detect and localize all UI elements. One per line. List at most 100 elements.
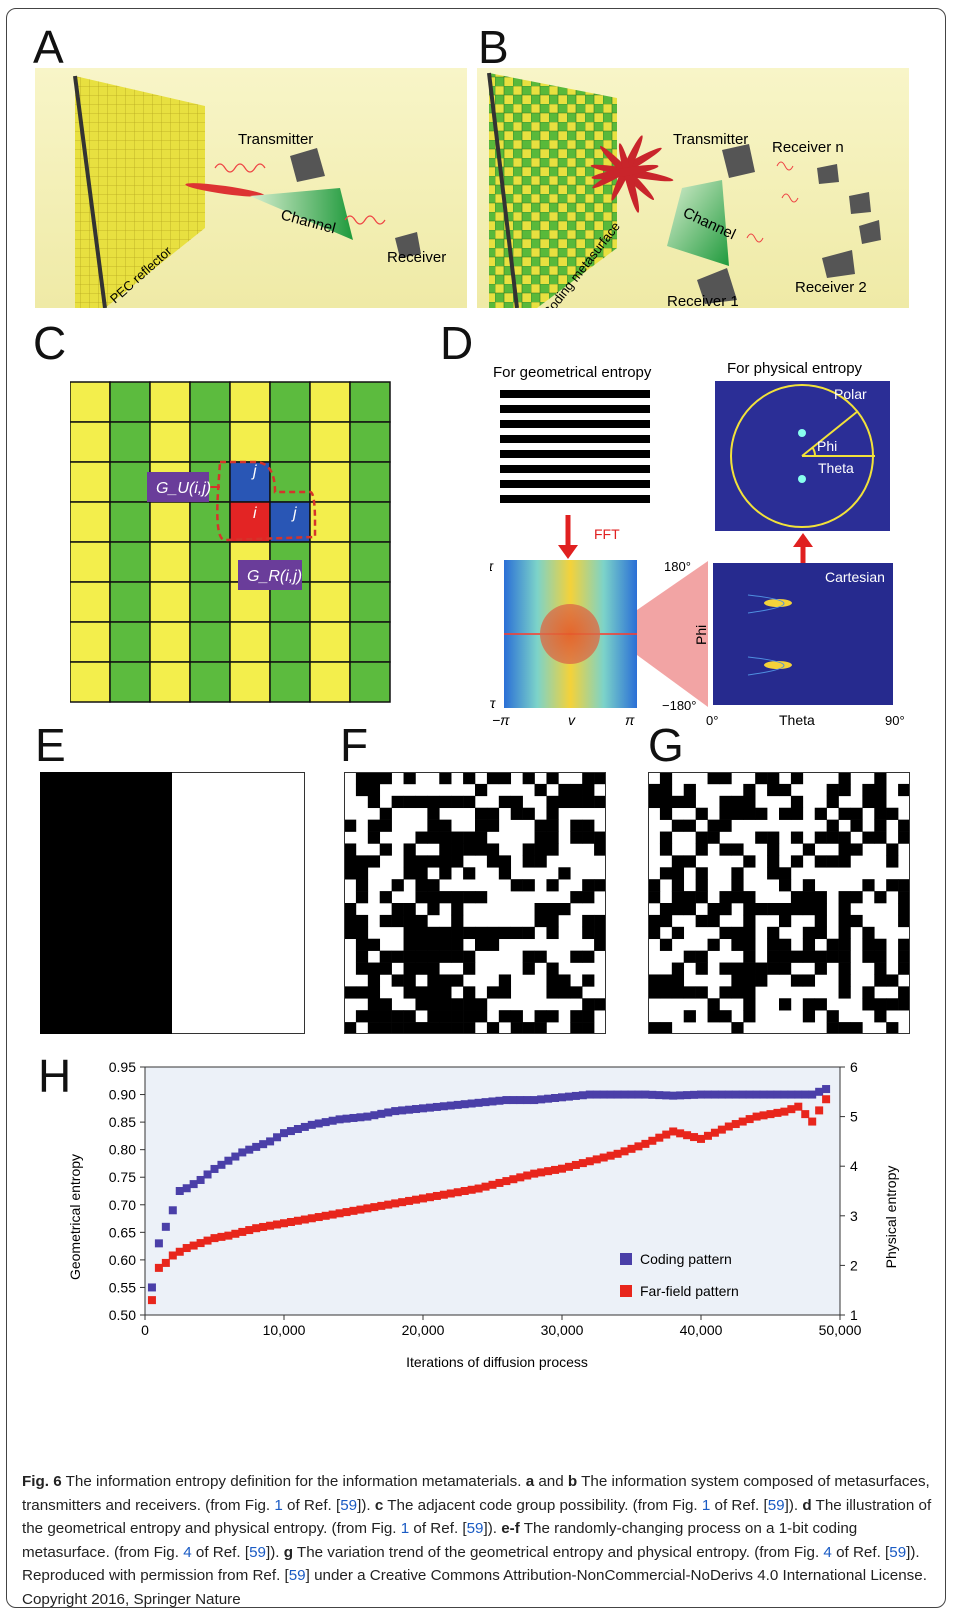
coding-pattern-point [564, 1092, 573, 1101]
caption-link[interactable]: 1 [701, 1496, 711, 1514]
coding-pattern-point [363, 1112, 372, 1121]
farfield-pattern-point [815, 1106, 824, 1115]
farfield-pattern-point [509, 1175, 518, 1184]
panel-letter-f: F [340, 719, 369, 771]
coding-pattern-point [175, 1187, 184, 1195]
farfield-pattern-point [738, 1117, 747, 1126]
farfield-pattern-point [286, 1218, 295, 1226]
coding-pattern-point [280, 1129, 288, 1138]
coding-pattern-point [703, 1090, 712, 1099]
polar-label: Polar [834, 386, 867, 402]
coding-metasurface [489, 73, 617, 308]
caption-link[interactable]: 59 [466, 1520, 484, 1537]
pi-left-label: −π [492, 712, 510, 728]
coding-pattern-point [321, 1118, 330, 1127]
y-tick-label: 0.65 [109, 1224, 136, 1240]
farfield-pattern-point [398, 1198, 407, 1207]
pi-bottom-label: −π [490, 695, 496, 711]
caption-link[interactable]: 4 [823, 1543, 832, 1561]
y-tick-label: 0.80 [109, 1142, 136, 1158]
farfield-pattern-point [551, 1165, 560, 1174]
coding-pattern-point [467, 1099, 476, 1108]
farfield-pattern-point [189, 1241, 198, 1250]
caption-link[interactable]: 59 [288, 1567, 306, 1584]
coding-pattern-point [210, 1164, 219, 1173]
farfield-pattern-point [356, 1205, 365, 1214]
x-axis-label: Iterations of diffusion process [406, 1354, 588, 1370]
farfield-pattern-point [335, 1209, 344, 1218]
caption-link[interactable]: 59 [249, 1543, 266, 1561]
coding-pattern-point [342, 1114, 351, 1123]
farfield-pattern-point [516, 1173, 525, 1182]
y-axis-label: Geometrical entropy [67, 1154, 83, 1280]
transmitter-label: Transmitter [673, 131, 748, 148]
farfield-pattern-point [280, 1219, 288, 1228]
panel-f-pattern [344, 772, 606, 1034]
farfield-pattern-point [488, 1180, 497, 1189]
v-label: v [568, 712, 576, 728]
farfield-pattern-point [495, 1178, 504, 1187]
coding-pattern-point [752, 1090, 761, 1099]
coding-pattern-point [669, 1091, 678, 1100]
farfield-pattern-point [571, 1160, 580, 1169]
caption-text: of Ref. [ [409, 1520, 467, 1537]
farfield-pattern-point [266, 1221, 275, 1230]
caption-link[interactable]: 59 [340, 1496, 358, 1514]
panel-b-illustration: Transmitter Receiver n Channel Receiver … [477, 68, 909, 308]
pi-top-label: π [490, 558, 494, 574]
caption-link[interactable]: 4 [183, 1543, 192, 1561]
y-tick-label: 0.50 [109, 1307, 136, 1323]
receiver-device [395, 232, 421, 258]
panel-letter-a: A [33, 21, 64, 73]
caption-text: ]). [784, 1496, 803, 1514]
farfield-pattern-point [627, 1144, 636, 1153]
panel-a-illustration: Transmitter Channel Receiver PEC reflect… [35, 68, 467, 308]
farfield-pattern-point [307, 1214, 316, 1223]
farfield-pattern-point [425, 1193, 434, 1202]
coding-pattern-point [759, 1090, 768, 1099]
caption-link[interactable]: 1 [274, 1496, 283, 1514]
coding-pattern-point [738, 1090, 747, 1099]
farfield-pattern-point [245, 1226, 254, 1235]
coding-pattern-point [349, 1113, 358, 1122]
caption-link[interactable]: 1 [400, 1520, 410, 1537]
coding-pattern-point [808, 1090, 817, 1099]
caption-link[interactable]: 59 [889, 1543, 907, 1561]
panel-c-grid: G_U(i,j) G_R(i,j) j i j [70, 381, 391, 703]
coding-pattern-point [398, 1106, 407, 1115]
x-tick-label: 30,000 [541, 1322, 584, 1338]
farfield-pattern-point [697, 1134, 705, 1143]
y2-tick-label: 6 [850, 1059, 858, 1075]
caption-text: The information system composed of metas… [22, 1473, 930, 1514]
theta-axis-label: Theta [779, 712, 815, 728]
scattered-beams [590, 135, 674, 213]
coding-pattern-point [217, 1160, 226, 1169]
caption-link[interactable]: 59 [767, 1496, 785, 1514]
coding-pattern-point [286, 1127, 295, 1136]
caption-text: The illustration of the geometrical entr… [22, 1496, 932, 1538]
farfield-pattern-point [252, 1224, 261, 1233]
farfield-pattern-point [161, 1258, 170, 1267]
coding-pattern-point [384, 1108, 393, 1117]
y2-tick-label: 5 [850, 1109, 858, 1125]
caption-text: The variation trend of the geometrical e… [292, 1543, 824, 1561]
coding-pattern-point [412, 1105, 421, 1114]
farfield-pattern-point [474, 1184, 483, 1193]
coding-pattern-point [439, 1102, 448, 1111]
farfield-pattern-point [690, 1133, 699, 1142]
coding-pattern-point [377, 1109, 386, 1118]
farfield-pattern-point [321, 1211, 330, 1220]
coding-pattern-point [502, 1096, 511, 1105]
figure-frame [6, 8, 946, 1608]
coding-pattern-point [683, 1091, 692, 1100]
caption-text: ]). [483, 1520, 502, 1537]
panel-letter-h: H [38, 1050, 72, 1102]
channel-cone [667, 180, 729, 266]
y2-tick-label: 3 [850, 1208, 858, 1224]
farfield-pattern-point [648, 1136, 657, 1145]
coding-pattern-point [425, 1103, 434, 1112]
coding-pattern-point [724, 1090, 733, 1099]
coding-pattern-point [509, 1096, 518, 1105]
farfield-pattern-point [822, 1095, 831, 1104]
farfield-pattern-point [259, 1222, 268, 1231]
